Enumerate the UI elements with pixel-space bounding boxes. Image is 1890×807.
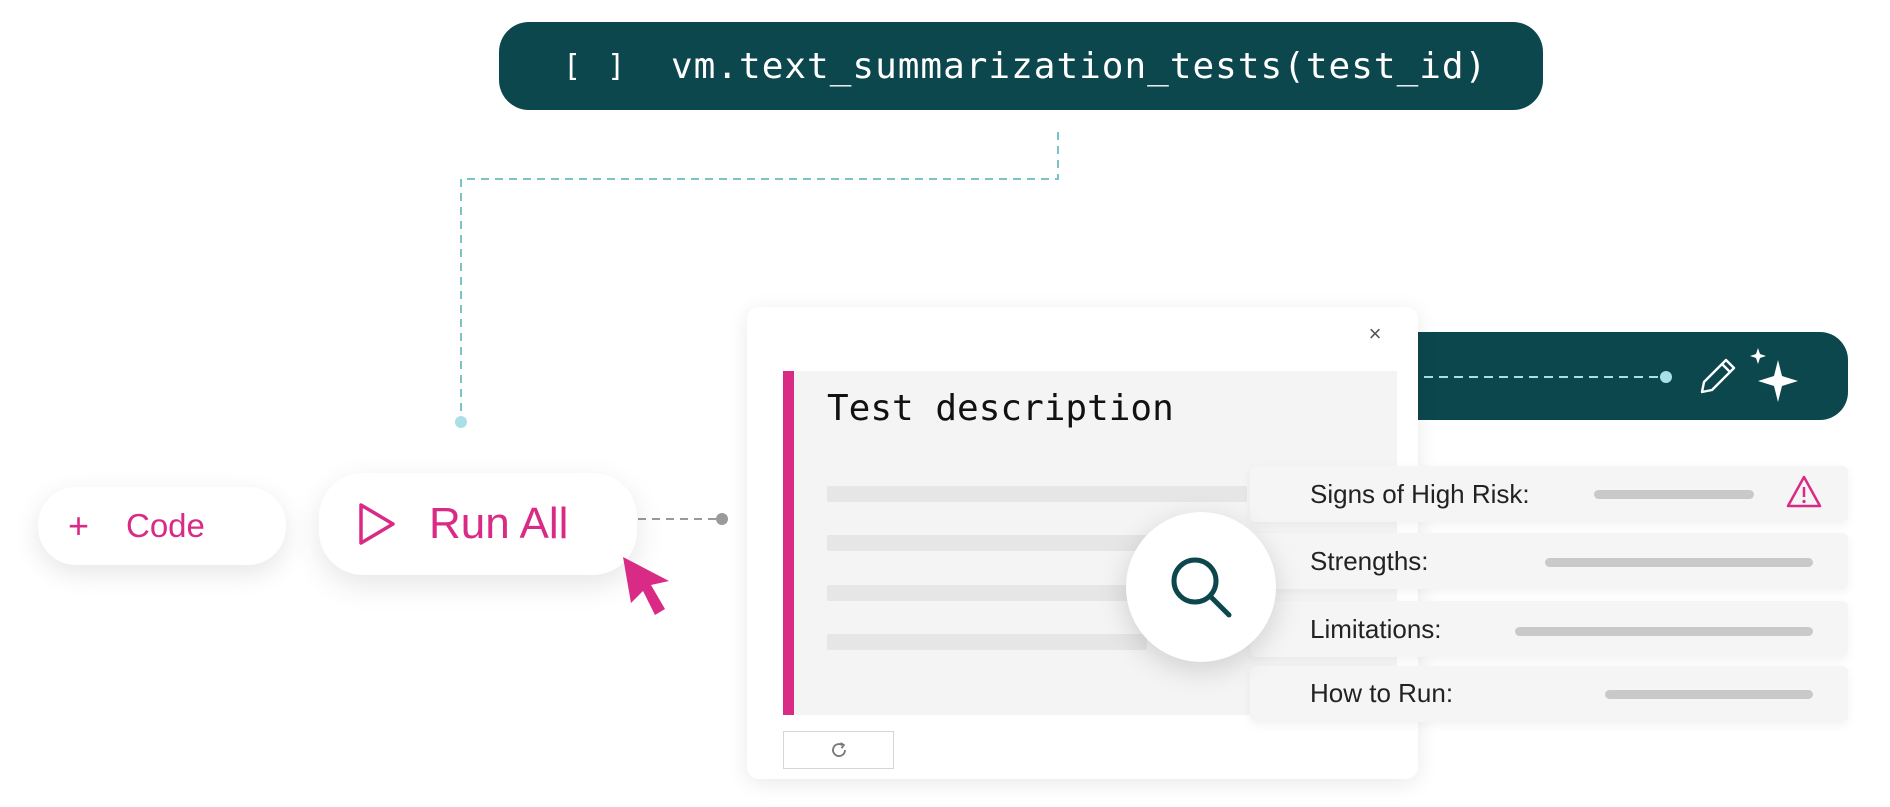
code-cell[interactable]: [ ] vm.text_summarization_tests(test_id) <box>499 22 1543 110</box>
add-code-label: Code <box>126 507 205 544</box>
refresh-icon <box>831 742 846 757</box>
cell-brackets: [ ] <box>563 48 630 84</box>
run-all-button[interactable]: Run All <box>319 473 637 575</box>
placeholder-line <box>827 486 1247 502</box>
results-header-bar <box>1380 332 1848 420</box>
result-bar <box>1515 627 1813 636</box>
card-title: Test description <box>827 388 1174 429</box>
play-icon <box>357 502 429 546</box>
search-icon <box>1171 557 1232 618</box>
warning-icon <box>1786 475 1822 508</box>
run-all-label: Run All <box>429 499 569 548</box>
result-label-limitations: Limitations: <box>1310 614 1442 644</box>
pencil-icon[interactable] <box>1694 354 1740 400</box>
close-button[interactable]: × <box>1361 320 1389 348</box>
result-bar <box>1594 490 1754 499</box>
progress-connector <box>1424 371 1672 383</box>
code-text: vm.text_summarization_tests(test_id) <box>671 45 1488 87</box>
cursor-icon <box>623 557 669 615</box>
plus-icon: + <box>68 505 90 546</box>
sparkle-icon[interactable] <box>1744 344 1804 406</box>
result-label-high-risk: Signs of High Risk: <box>1310 479 1530 509</box>
placeholder-line <box>827 634 1147 650</box>
result-label-how-to-run: How to Run: <box>1310 678 1454 708</box>
close-icon: × <box>1368 321 1382 346</box>
add-code-button[interactable]: + Code <box>38 487 286 565</box>
result-label-strengths: Strengths: <box>1310 546 1429 576</box>
refresh-button[interactable] <box>783 731 894 769</box>
result-bar <box>1545 558 1813 567</box>
result-bar <box>1605 690 1813 699</box>
inspect-button[interactable] <box>1126 512 1276 662</box>
